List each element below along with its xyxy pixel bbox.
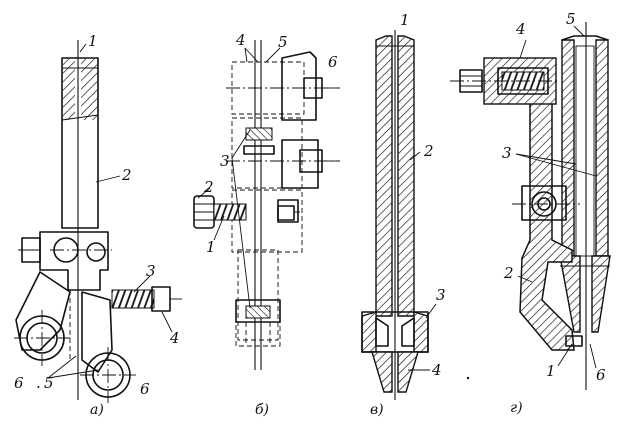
panel-g-label-6: 6	[596, 366, 606, 384]
panel-a-label-6-right: 6	[140, 380, 150, 398]
panel-a-caption: а)	[90, 402, 104, 418]
panel-b-lower-plate	[231, 189, 303, 253]
panel-v-label-1: 1	[400, 11, 410, 29]
panel-b-label-6: 6	[328, 53, 338, 71]
panel-a-label-5: 5	[44, 374, 54, 392]
panel-a-clamp-body	[39, 231, 109, 291]
panel-b-middle-plate	[231, 117, 303, 189]
panel-v-tube	[375, 35, 393, 317]
panel-a-tube-section	[63, 59, 75, 120]
panel-g-label-2: 2	[503, 264, 514, 282]
panel-b-spring	[213, 203, 247, 221]
panel-b-label-1: 1	[206, 238, 216, 256]
panel-b-label-5: 5	[278, 33, 288, 51]
panel-b: 4 5 6 3 2 1 б)	[193, 31, 340, 418]
panel-a-spring	[111, 289, 155, 309]
panel-v-label-4: 4	[431, 361, 442, 379]
panel-b-label-3: 3	[220, 152, 230, 170]
panel-v-label-3: 3	[436, 286, 446, 304]
panel-g-label-1: 1	[546, 362, 556, 380]
panel-b-label-2: 2	[203, 178, 214, 196]
panel-a: 1 2 3 4 6 . 5 6 а)	[14, 32, 182, 418]
panel-v-nozzle	[371, 351, 393, 393]
panel-g-tube-inner	[575, 45, 595, 257]
panel-a-label-3: 3	[146, 262, 156, 280]
panel-v-label-2: 2	[423, 142, 434, 160]
panel-b-label-4: 4	[235, 31, 246, 49]
panel-a-pivot-right	[86, 242, 106, 262]
panel-v-nut	[361, 311, 377, 353]
panel-g-caption: г)	[510, 400, 523, 416]
panel-g-label-4: 4	[515, 20, 526, 38]
panel-b-guide	[237, 249, 279, 341]
panel-g-label-3: 3	[502, 144, 512, 162]
panel-g-label-5: 5	[566, 10, 576, 28]
panel-a-label-1: 1	[88, 32, 98, 50]
panel-g-nozzle	[559, 255, 581, 333]
panel-a-label-dot: .	[36, 374, 41, 392]
panel-b-support-6	[281, 51, 317, 121]
panel-g-pivot-block	[521, 185, 567, 221]
panel-g: 4 5 3 2 1 6 г)	[450, 10, 611, 416]
panel-b-roller-upper	[245, 127, 273, 141]
panel-v: 1 2 3 4 в)	[361, 11, 446, 418]
panel-v-caption: в)	[370, 402, 384, 418]
panel-b-middle-block	[281, 139, 319, 189]
panel-g-contact	[565, 335, 583, 347]
panel-a-label-6-left: 6	[14, 374, 24, 392]
panel-b-caption: б)	[255, 402, 269, 418]
panel-a-label-2: 2	[121, 166, 132, 184]
panel-a-adjust-screw	[151, 286, 171, 312]
panel-g-tube-outer	[561, 39, 575, 257]
stray-dot	[466, 376, 470, 380]
panel-b-bottom-roller	[235, 299, 281, 323]
panel-a-tube	[61, 57, 99, 229]
panel-a-label-4: 4	[169, 329, 180, 347]
